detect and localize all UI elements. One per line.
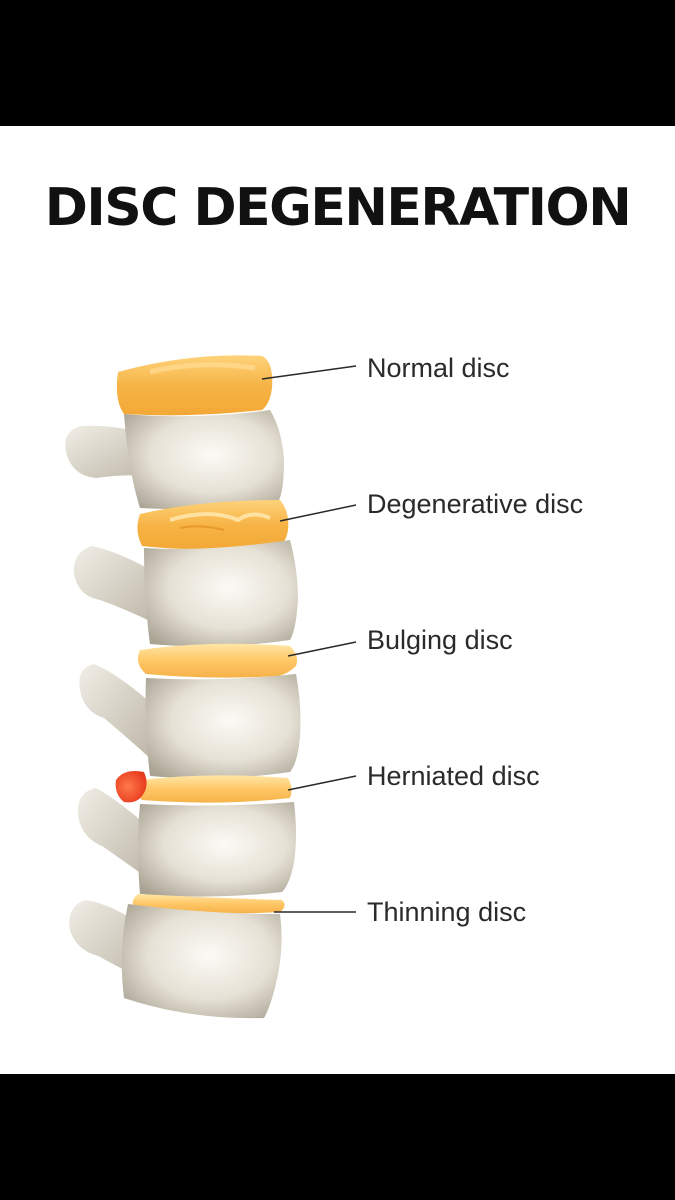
spine-illustration <box>0 126 675 1074</box>
leader-line-degenerative <box>280 505 356 521</box>
herniated-disc <box>116 771 292 803</box>
vertebra-5 <box>69 900 281 1018</box>
label-thinning-disc: Thinning disc <box>367 896 526 928</box>
leader-line-herniated <box>288 776 356 790</box>
leader-line-normal <box>262 366 356 379</box>
vertebra-3 <box>79 664 300 778</box>
bulging-disc <box>138 644 297 678</box>
normal-disc <box>117 355 272 415</box>
label-normal-disc: Normal disc <box>367 352 510 384</box>
vertebra-1 <box>65 410 284 509</box>
vertebra-2 <box>74 540 298 646</box>
vertebra-4 <box>78 788 296 897</box>
label-bulging-disc: Bulging disc <box>367 624 513 656</box>
leader-line-bulging <box>288 642 356 656</box>
label-degenerative-disc: Degenerative disc <box>367 488 583 520</box>
label-herniated-disc: Herniated disc <box>367 760 540 792</box>
